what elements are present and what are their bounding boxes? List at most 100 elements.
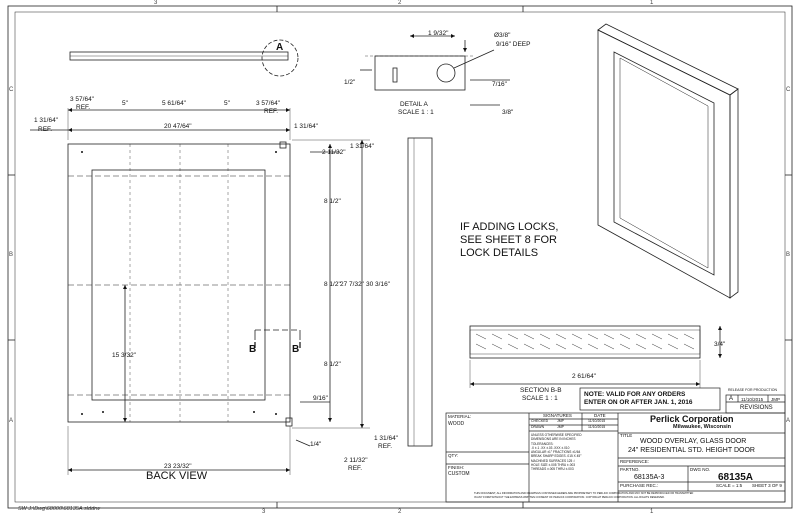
tb-proprietary-line: IN ANY FORM WITHOUT THE EXPRESS WRITTEN … [474,495,665,499]
tb-company: Perlick Corporation [650,414,734,424]
lock-note-line-2: SEE SHEET 8 FOR [460,234,557,246]
bv-dim-height: 27 7/32" [340,281,364,288]
bv-dim-bottom-offset: 1 31/64" [374,435,398,442]
tb-partno: 68135A-3 [634,474,665,481]
bv-dim-right-ref: REF. [264,108,279,115]
tb-dwgno: 68135A [718,472,754,483]
tb-tol-line: HOLE SIZE ±.005 THRU ±.003 [531,463,576,468]
bv-dim-hinge-1: 8 1/2" [324,198,341,205]
detail-dim-edge: 3/8" [502,109,514,116]
section-scale: SCALE 1 : 1 [522,395,558,402]
bv-dim-overall-height: 30 3/16" [366,281,390,288]
validity-note-line-2: ENTER ON OR AFTER JAN. 1, 2016 [584,399,693,406]
tb-partno-label: PARTNO. [620,467,640,472]
tb-sheet: SHEET 3 OF 9 [752,483,782,488]
tb-reference-label: REFERENCE: [620,459,650,464]
revisions-title: REVISIONS [740,405,773,411]
zone-right-b: B [786,252,791,258]
tb-tol-line: BREAK SHARP EDGES .015 X 45° [531,454,582,459]
bv-dim-left-ref: REF. [76,104,91,111]
tb-drawn-by: JMP [557,425,564,429]
zone-left-a: A [9,418,14,424]
inner-border [14,11,786,503]
tb-tol-line: MACHINED SURFACES 125 √ [531,458,575,463]
tb-tolerances: UNLESS OTHERWISE SPECIFIED DIMENSIONS AR… [531,433,582,472]
tb-signatures-label: SIGNATURES [543,413,572,418]
detail-dim-width: 1 9/32" [428,30,449,37]
bv-dim-5b: 5" [224,100,230,107]
tb-dwgno-label: DWG NO. [690,467,711,472]
zone-bottom-1: 1 [650,509,654,515]
zone-top-3: 3 [154,0,158,6]
zone-top-1: 1 [650,0,654,6]
tb-finish: CUSTOM [448,471,470,477]
section-dim-width: 2 61/64" [572,373,596,380]
sheet-border [7,5,793,509]
tb-finish-label: FINISH: [448,465,465,470]
zone-left-b: B [9,252,14,258]
section-marker-left: B [249,344,257,355]
zone-top-2: 2 [398,0,402,6]
detail-scale: SCALE 1 : 1 [398,109,434,116]
bv-dim-width: 20 47/64" [164,123,192,130]
bv-dim-offset-right: 1 31/64" [294,123,318,130]
tb-qty-label: QTY: [448,453,459,458]
revision-date: 11/10/2015 [741,397,764,402]
tb-title-label: TITLE [620,433,633,438]
tb-date-label: DATE [594,413,606,418]
tb-tol-line: TOLERANCES: [531,441,554,446]
tb-material: WOOD [448,421,465,427]
bv-dim-offset-left-ref: REF. [38,126,53,133]
bv-dim-overall-width: 23 23/32" [164,463,192,470]
tb-location: Milwaukee, Wisconsin [673,424,732,430]
zone-right-a: A [786,418,791,424]
bv-dim-bottom-rail-ref: REF. [348,465,363,472]
tb-material-label: MATERIAL: [448,414,472,419]
bv-dim-bottom-offset-ref: REF. [378,443,393,450]
bv-dim-5a: 5" [122,100,128,107]
revision-header: RELEASE FOR PRODUCTION [728,388,778,392]
tb-drawn-date: 11/10/2015 [588,425,606,429]
lock-note: IF ADDING LOCKS, SEE SHEET 8 FOR LOCK DE… [460,221,558,260]
section-marker-right: B [292,344,300,355]
tb-tol-line: DIMENSIONS ARE IN INCHES [531,437,576,442]
tb-title-line-2: 24" RESIDENTIAL STD. HEIGHT DOOR [628,447,755,454]
bv-dim-quarter: 1/4" [310,441,322,448]
tb-tol-line: UNLESS OTHERWISE SPECIFIED [531,433,582,437]
lock-note-line-1: IF ADDING LOCKS, [460,221,559,233]
detail-dim-hole-depth: 9/16" DEEP [496,41,531,48]
bv-dim-lower: 15 3/32" [112,352,136,359]
tb-proprietary: THIS DOCUMENT, ALL INFORMATION AND DRAWI… [474,492,693,499]
detail-dim-hole-dia: Ø3/8" [494,32,511,39]
bv-dim-bottom-edge: 9/16" [313,395,328,402]
tb-checked-date: 11/10/2015 [588,419,606,423]
revision-letter: A [729,396,734,402]
detail-title: DETAIL A [400,101,428,108]
bv-dim-hinge-2: 8 1/2" [324,281,341,288]
bv-dim-bottom-rail: 2 11/32" [344,457,368,464]
tb-tol-line: THREADS ±.005 THRU ±.003 [531,467,574,472]
tb-tol-line: .X ±.1 .XX ±.03 .XXX ±.010 [531,445,570,450]
validity-note-line-1: NOTE: VALID FOR ANY ORDERS [584,391,686,398]
back-view-title: BACK VIEW [146,470,208,482]
section-dim-thickness: 3/4" [714,341,726,348]
bv-dim-offset-left: 1 31/64" [34,117,58,124]
bv-dim-top-edge: 2 11/32" [322,149,346,156]
bv-dim-hinge-3: 8 1/2" [324,361,341,368]
bv-dim-left-stile: 3 57/64" [70,96,94,103]
tb-proprietary-line: THIS DOCUMENT, ALL INFORMATION AND DRAWI… [474,492,694,495]
tb-tol-line: ANGULAR ±1° FRACTIONS ±1/64 [531,450,581,455]
section-title: SECTION B-B [520,387,562,394]
zone-bottom-3: 3 [262,509,266,515]
zone-bottom-2: 2 [398,509,402,515]
tb-title-line-1: WOOD OVERLAY, GLASS DOOR [640,438,747,445]
tb-scale: SCALE = 1:5 [716,483,743,488]
lock-note-line-3: LOCK DETAILS [460,247,539,259]
bv-dim-center: 5 61/64" [162,100,186,107]
tb-checked-label: CHECKED [531,419,549,423]
file-path: SW J:\Dwg\68000\68135A.slddrw [18,506,100,512]
detail-dim-height: 1/2" [344,79,356,86]
tb-checked-by: JMP [557,419,564,423]
zone-left-c: C [9,87,14,93]
